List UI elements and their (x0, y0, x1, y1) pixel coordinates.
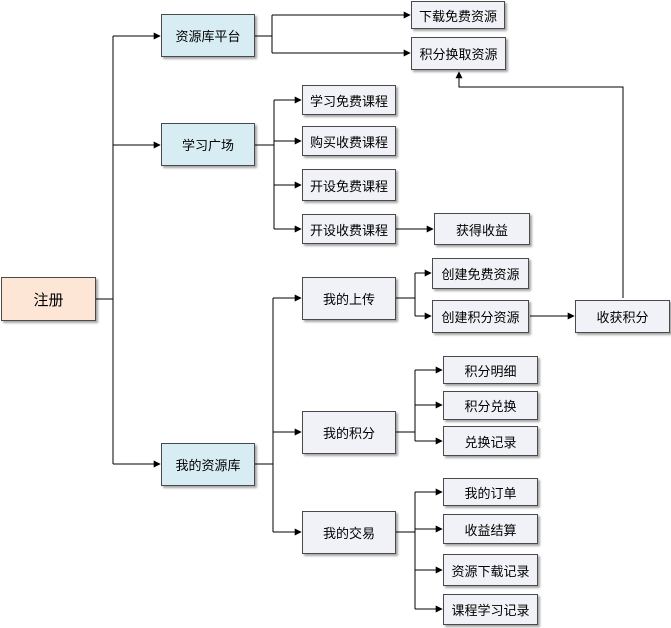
node-earn-income: 获得收益 (434, 213, 530, 245)
node-register: 注册 (1, 277, 96, 321)
node-study-records: 课程学习记录 (443, 594, 538, 625)
node-open-paid-course: 开设收费课程 (302, 214, 396, 244)
node-my-orders: 我的订单 (443, 478, 538, 506)
edge-points-spine (396, 370, 416, 441)
node-my-points: 我的积分 (302, 411, 396, 454)
node-create-free-resource: 创建免费资源 (432, 258, 529, 289)
node-harvest-points: 收获积分 (575, 300, 670, 333)
node-learning-plaza: 学习广场 (161, 123, 255, 166)
node-income-settlement: 收益结算 (443, 514, 538, 544)
edge-harvest-to-exchange (455, 71, 624, 298)
edge-platform-spine (255, 15, 273, 53)
node-download-records: 资源下载记录 (443, 554, 538, 586)
node-my-trades: 我的交易 (302, 511, 396, 554)
node-my-uploads: 我的上传 (302, 277, 396, 320)
node-points-exchange: 积分换取资源 (411, 37, 506, 70)
edge-upload-spine (396, 273, 416, 316)
node-buy-paid-course: 购买收费课程 (302, 126, 396, 156)
node-learn-free-course: 学习免费课程 (302, 85, 396, 115)
node-my-resource-library: 我的资源库 (161, 443, 255, 486)
edge-trade-spine (396, 492, 416, 609)
node-resource-platform: 资源库平台 (161, 14, 255, 57)
edge-root-spine (96, 36, 114, 464)
edge-mylib-spine (255, 298, 274, 532)
node-redeem-records: 兑换记录 (443, 426, 538, 456)
node-create-points-resource: 创建积分资源 (432, 300, 529, 333)
node-points-redeem: 积分兑换 (443, 391, 538, 420)
node-points-detail: 积分明细 (443, 356, 538, 384)
edge-learning-spine (255, 100, 275, 229)
node-open-free-course: 开设免费课程 (302, 169, 396, 201)
node-download-free: 下载免费资源 (411, 1, 505, 29)
